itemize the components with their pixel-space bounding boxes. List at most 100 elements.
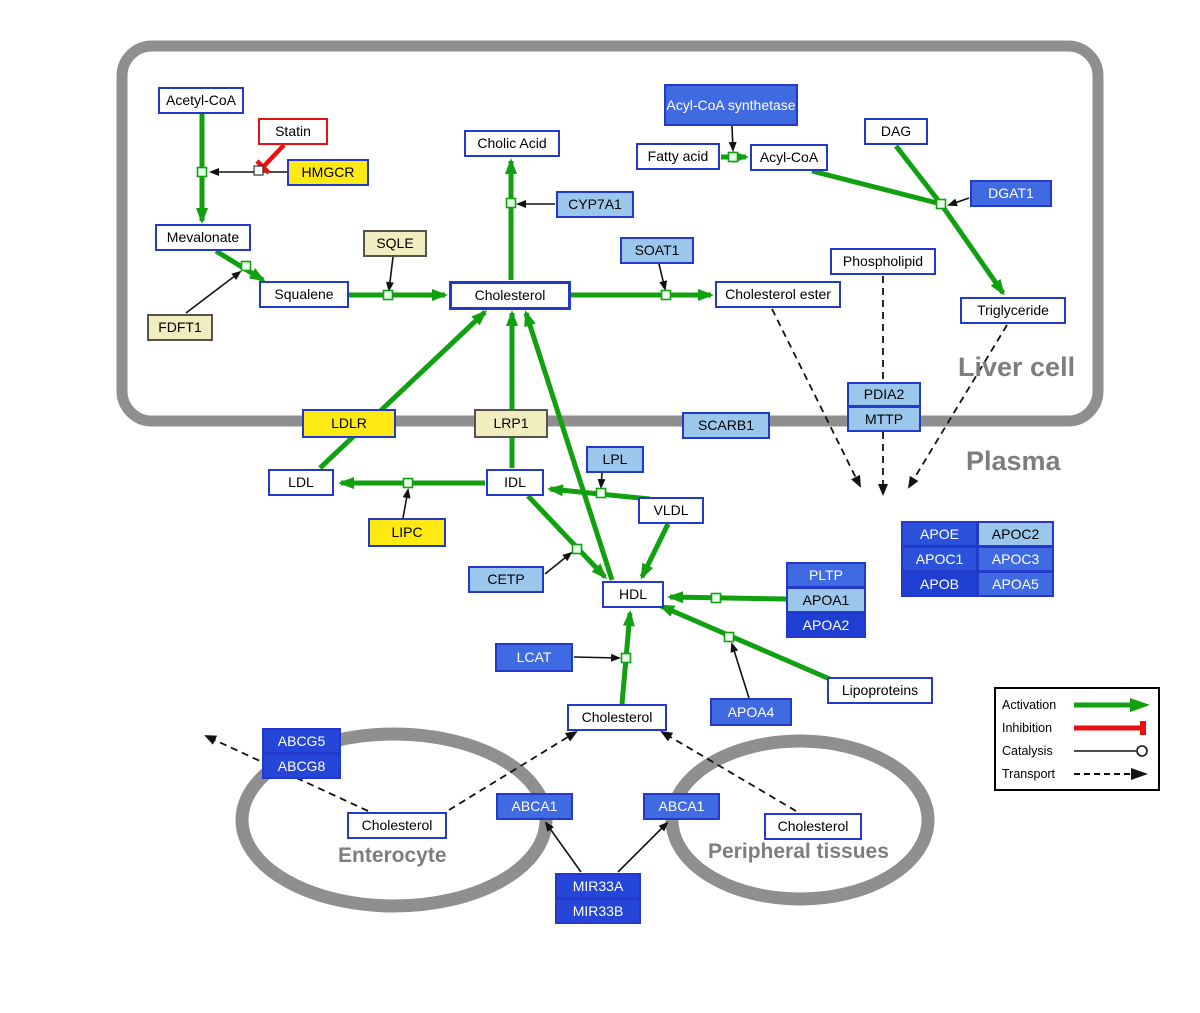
legend-row-inhibition: Inhibition: [1002, 718, 1152, 738]
node-abcg8[interactable]: ABCG8: [262, 753, 341, 779]
node-acyl-coa-synthetase[interactable]: Acyl-CoA synthetase: [664, 84, 798, 126]
peripheral-tissues-membrane: [665, 734, 935, 906]
reaction-node: [595, 487, 607, 499]
node-phospholipid[interactable]: Phospholipid: [830, 248, 936, 275]
edge-fdft1-catalysis: [185, 270, 242, 314]
edge-peripheral-cholesterol-plasma: [660, 730, 797, 812]
activation-arrow-icon: [1074, 697, 1150, 712]
edge-mevalonate-squalene: [214, 248, 266, 283]
legend: Activation Inhibition Catalysis Transpor…: [994, 687, 1160, 791]
node-dgat1[interactable]: DGAT1: [970, 180, 1052, 207]
node-scarb1[interactable]: SCARB1: [682, 412, 770, 439]
node-hdl[interactable]: HDL: [602, 581, 664, 608]
node-mttp[interactable]: MTTP: [847, 406, 921, 432]
activation-edges: [196, 113, 1006, 705]
catalysis-circle-icon: [1074, 744, 1148, 757]
node-apoa5[interactable]: APOA5: [977, 571, 1054, 597]
node-cholesterol-peripheral[interactable]: Cholesterol: [764, 813, 862, 840]
node-cholesterol-enterocyte[interactable]: Cholesterol: [347, 812, 447, 839]
node-dag[interactable]: DAG: [864, 118, 928, 145]
enterocyte-label: Enterocyte: [338, 844, 447, 867]
node-squalene[interactable]: Squalene: [259, 281, 349, 308]
legend-catalysis-label: Catalysis: [1002, 743, 1053, 758]
legend-transport-label: Transport: [1002, 766, 1056, 781]
node-apoa4[interactable]: APOA4: [710, 698, 792, 726]
reaction-nodes: [196, 151, 947, 664]
edge-triglyceride-plasma: [907, 324, 1008, 489]
inhibition-edge-statin: [253, 143, 286, 176]
transport-dashed-arrow-icon: [1074, 767, 1148, 780]
node-triglyceride[interactable]: Triglyceride: [960, 297, 1066, 324]
edge-acylcoa-junction: [811, 168, 942, 207]
node-lipoproteins[interactable]: Lipoproteins: [827, 677, 933, 704]
node-fatty-acid[interactable]: Fatty acid: [636, 143, 720, 170]
node-acetyl-coa[interactable]: Acetyl-CoA: [158, 87, 244, 114]
node-cholesterol-plasma[interactable]: Cholesterol: [567, 704, 667, 731]
node-soat1[interactable]: SOAT1: [620, 237, 694, 264]
node-cetp[interactable]: CETP: [468, 566, 544, 593]
node-vldl[interactable]: VLDL: [638, 497, 704, 524]
legend-activation-label: Activation: [1002, 697, 1057, 712]
node-apoc2[interactable]: APOC2: [977, 521, 1054, 547]
edge-lipoproteins-hdl: [658, 603, 833, 683]
edge-enterocyte-cholesterol-plasma: [448, 730, 578, 811]
node-lipc[interactable]: LIPC: [368, 518, 446, 547]
node-ldlr[interactable]: LDLR: [302, 409, 396, 438]
edge-soat1-catalysis: [658, 263, 668, 291]
reaction-node: [710, 592, 722, 604]
reaction-node: [505, 197, 517, 209]
edge-hdl-cholesterol: [523, 310, 615, 581]
inhibition-tbar-icon: [1074, 720, 1146, 735]
node-fdft1[interactable]: FDFT1: [147, 314, 213, 341]
edge-dgat1-catalysis: [947, 197, 970, 207]
reaction-node: [240, 260, 252, 272]
legend-row-activation: Activation: [1002, 695, 1152, 715]
catalysis-edges: [185, 125, 970, 873]
node-lpl[interactable]: LPL: [586, 446, 644, 473]
node-apoe[interactable]: APOE: [901, 521, 978, 547]
node-mir33b[interactable]: MIR33B: [555, 898, 641, 924]
node-mir33a[interactable]: MIR33A: [555, 873, 641, 899]
node-apoc3[interactable]: APOC3: [977, 546, 1054, 572]
edge-vldl-hdl: [639, 522, 671, 580]
node-apoa2[interactable]: APOA2: [786, 612, 866, 638]
node-cholesterol-ester[interactable]: Cholesterol ester: [715, 281, 841, 308]
node-abcg5[interactable]: ABCG5: [262, 728, 341, 754]
node-cholic-acid[interactable]: Cholic Acid: [464, 130, 560, 157]
node-apoc1[interactable]: APOC1: [901, 546, 978, 572]
edge-idl-hdl-cetp: [526, 494, 608, 580]
edge-acs-catalysis: [728, 125, 737, 152]
node-statin[interactable]: Statin: [258, 118, 328, 145]
node-apob[interactable]: APOB: [901, 571, 978, 597]
liver-cell-membrane: [116, 40, 1104, 427]
node-acyl-coa[interactable]: Acyl-CoA: [750, 144, 828, 171]
node-lrp1[interactable]: LRP1: [474, 409, 548, 438]
reaction-node: [571, 543, 583, 555]
node-pltp[interactable]: PLTP: [786, 562, 866, 588]
edge-apoa4-catalysis: [730, 642, 750, 699]
node-sqle[interactable]: SQLE: [363, 230, 427, 257]
node-cholesterol-liver[interactable]: Cholesterol: [449, 281, 571, 310]
node-cyp7a1[interactable]: CYP7A1: [556, 191, 634, 218]
node-lcat[interactable]: LCAT: [495, 643, 573, 672]
edge-sqle-catalysis: [385, 256, 394, 292]
node-abca1-right[interactable]: ABCA1: [643, 793, 720, 820]
edge-lpl-catalysis: [597, 472, 606, 489]
reaction-node: [727, 151, 739, 163]
peripheral-tissues-label: Peripheral tissues: [708, 840, 889, 863]
node-mevalonate[interactable]: Mevalonate: [155, 224, 251, 251]
enterocyte-membrane: [235, 727, 553, 913]
edge-dag-junction: [894, 144, 943, 206]
edge-apoa-block-hdl: [667, 591, 787, 604]
reaction-node: [402, 477, 414, 489]
node-hmgcr[interactable]: HMGCR: [287, 159, 369, 186]
node-abca1-left[interactable]: ABCA1: [496, 793, 573, 820]
node-idl[interactable]: IDL: [486, 469, 544, 496]
node-pdia2[interactable]: PDIA2: [847, 382, 921, 407]
node-apoa1[interactable]: APOA1: [786, 587, 866, 613]
legend-row-transport: Transport: [1002, 764, 1152, 784]
reaction-node: [723, 631, 735, 643]
node-ldl[interactable]: LDL: [268, 469, 334, 496]
